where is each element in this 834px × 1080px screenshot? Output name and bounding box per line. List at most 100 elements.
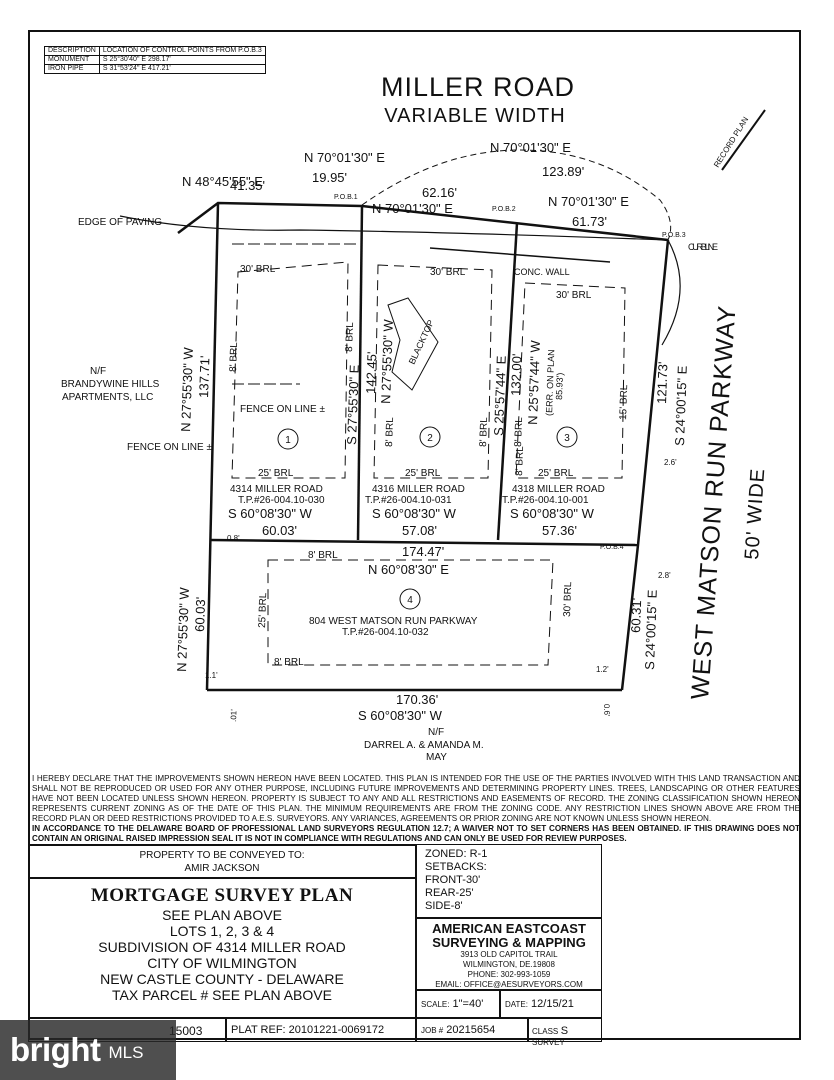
brl-label: 30' BRL xyxy=(240,264,276,275)
bearing-label: N 70°01'30" E xyxy=(372,201,453,216)
date-value: 12/15/21 xyxy=(531,998,574,1010)
brl-label: 30' BRL xyxy=(562,581,574,617)
lot-tax-parcel: T.P.#26-004.10-001 xyxy=(502,495,589,506)
lot-address: 4316 MILLER ROAD xyxy=(372,484,465,495)
company-address: WILMINGTON, DE.19808 xyxy=(463,960,555,969)
setback-rear: REAR-25' xyxy=(425,887,474,899)
survey-plan-drawing: MILLER ROAD VARIABLE WIDTH RECORD PLAN W… xyxy=(61,72,769,763)
job-label: JOB # xyxy=(421,1026,444,1035)
setback-side: SIDE-8' xyxy=(425,900,463,912)
bearing-label: S 60°08'30" W xyxy=(358,708,443,723)
scale-value: 1"=40' xyxy=(452,998,484,1010)
bearing-label: N 70°01'30" E xyxy=(304,150,385,165)
offset-label: 1.2' xyxy=(596,665,609,674)
fence-label: FENCE ON LINE ± xyxy=(240,404,325,415)
company-email: EMAIL: OFFICE@AESURVEYORS.COM xyxy=(435,980,583,989)
title-box: MORTGAGE SURVEY PLAN SEE PLAN ABOVE LOTS… xyxy=(28,878,416,1018)
title-line: SEE PLAN ABOVE xyxy=(162,907,282,923)
lot-number: 2 xyxy=(427,433,433,444)
title-line: TAX PARCEL # SEE PLAN ABOVE xyxy=(112,987,332,1003)
offset-label: 2.6' xyxy=(664,458,677,467)
record-plan-line xyxy=(721,109,766,171)
zoning-value: ZONED: R-1 xyxy=(425,848,488,860)
control-points-table: DESCRIPTION LOCATION OF CONTROL POINTS F… xyxy=(44,46,266,74)
job-number: 20215654 xyxy=(446,1024,496,1036)
lot-4-circle xyxy=(399,588,421,610)
table-cell: S 31°53'24" E 417.21' xyxy=(98,64,266,74)
brl-label: 8' BRL xyxy=(478,417,490,448)
parkway-width: 50' WIDE xyxy=(741,467,769,560)
brl-lot1 xyxy=(231,261,349,479)
bearing-label: S 60°08'30" W xyxy=(372,506,457,521)
edge-of-paving-label: EDGE OF PAVING xyxy=(78,217,162,228)
lot-line-123-4 xyxy=(210,538,639,547)
distance-label: 142.45' xyxy=(363,351,379,394)
brl-label: 30' BRL xyxy=(556,290,592,301)
neighbor-name: MAY xyxy=(426,752,447,763)
class-label: CLASS xyxy=(532,1027,559,1036)
brl-label: 25' BRL xyxy=(538,468,574,479)
brl-lot2 xyxy=(373,264,493,479)
lot-tax-parcel: T.P.#26-004.10-032 xyxy=(342,627,429,638)
table-row: IRON PIPE S 31°53'24" E 417.21' xyxy=(44,64,266,74)
brl-label: 25' BRL xyxy=(257,592,269,628)
certification-waiver: IN ACCORDANCE TO THE DELAWARE BOARD OF P… xyxy=(32,824,800,843)
brl-label: 25' BRL xyxy=(405,468,441,479)
lot-number: 1 xyxy=(285,435,291,446)
distance-label: 121.73' xyxy=(654,361,670,404)
distance-label: 60.03' xyxy=(192,597,208,633)
certification-text: I HEREBY DECLARE THAT THE IMPROVEMENTS S… xyxy=(32,774,800,823)
lot-line-1-2 xyxy=(356,205,364,541)
bearing-label: N 25°57'44" W xyxy=(525,339,543,425)
lot-2-circle xyxy=(419,426,441,448)
blacktop-area xyxy=(387,297,439,391)
brl-lot3 xyxy=(515,282,626,479)
record-arc-line xyxy=(361,149,672,241)
distance-label: 137.71' xyxy=(196,355,212,398)
lot-tax-parcel: T.P.#26-004.10-030 xyxy=(238,495,325,506)
north-property-line xyxy=(177,201,669,242)
job-box: JOB # 20215654 xyxy=(416,1018,528,1042)
distance-label: 132.00' xyxy=(508,353,524,396)
bearing-label: N 27°55'30" W xyxy=(378,318,396,404)
brl-label: 8' BRL xyxy=(228,342,240,373)
scale-label: SCALE: xyxy=(421,1000,450,1009)
company-phone: PHONE: 302-993-1059 xyxy=(467,970,551,979)
plat-ref: PLAT REF: 20101221-0069172 xyxy=(231,1024,385,1036)
neighbor-name: DARREL A. & AMANDA M. xyxy=(364,740,484,751)
scale-box: SCALE: 1"=40' xyxy=(416,990,500,1018)
class-box: CLASS S SURVEY xyxy=(528,1018,602,1047)
survey-sheet-border xyxy=(28,30,801,1040)
bearing-label: S 24°00'15" E xyxy=(672,365,690,446)
conveyed-label: PROPERTY TO BE CONVEYED TO: xyxy=(139,850,305,861)
neighbor-name: BRANDYWINE HILLS xyxy=(61,379,160,390)
conc-wall-label: CONC. WALL xyxy=(514,267,570,277)
bearing-label: N 60°08'30" E xyxy=(368,562,449,577)
blacktop-label: BLACKTOP xyxy=(407,318,436,366)
error-note: (ERR. ON PLAN xyxy=(544,349,556,416)
conveyed-name: AMIR JACKSON xyxy=(184,863,260,874)
company-box: AMERICAN EASTCOAST SURVEYING & MAPPING 3… xyxy=(416,918,602,990)
class-suffix: SURVEY xyxy=(532,1038,565,1047)
distance-label: 60.31' xyxy=(628,598,644,634)
lot-3-circle xyxy=(556,426,578,448)
title-line: NEW CASTLE COUNTY - DELAWARE xyxy=(100,971,344,987)
distance-label: 123.89' xyxy=(542,164,584,179)
ref-number: 15003 xyxy=(169,1024,203,1038)
road-width: VARIABLE WIDTH xyxy=(384,105,565,127)
setback-front: FRONT-30' xyxy=(425,874,481,886)
offset-label: 0.6' xyxy=(602,704,611,717)
bearing-label: N 27°55'30" W xyxy=(178,346,196,432)
brl-label: 8' BRL xyxy=(513,417,525,448)
company-name: SURVEYING & MAPPING xyxy=(432,935,586,950)
brl-lot4 xyxy=(267,559,554,666)
bearing-label: S 24°00'15" E xyxy=(642,589,660,670)
offset-label: 1.1' xyxy=(205,671,218,680)
distance-label: 61.73' xyxy=(572,214,607,229)
watermark-suffix: MLS xyxy=(108,1043,144,1062)
offset-label: 2.8' xyxy=(658,571,671,580)
bearing-label: S 27°55'30" E xyxy=(344,364,362,445)
record-plan-label: RECORD PLAN xyxy=(712,115,750,169)
parkway-name: WEST MATSON RUN PARKWAY xyxy=(686,304,742,700)
bearing-label: S 25°57'44" E xyxy=(491,355,509,436)
